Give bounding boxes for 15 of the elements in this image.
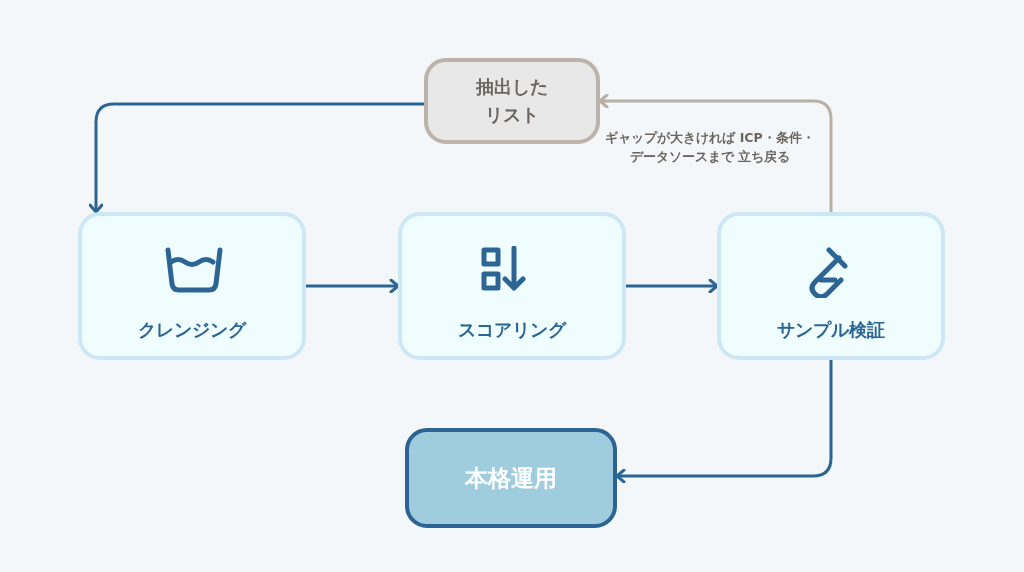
step-label: クレンジング — [138, 318, 246, 342]
arrow — [598, 93, 833, 212]
process-box — [717, 212, 945, 360]
step-label: 抽出したリスト — [475, 75, 549, 127]
process-box — [424, 58, 600, 144]
result-box — [405, 428, 617, 528]
arrow — [88, 102, 424, 214]
step-label: スコアリング — [458, 318, 566, 342]
step-label: 本格運用 — [465, 463, 557, 493]
arrow — [626, 278, 719, 294]
process-box — [78, 212, 306, 360]
step-label: サンプル検証 — [777, 318, 885, 342]
process-box — [398, 212, 626, 360]
arrow — [615, 360, 833, 484]
arrow — [306, 278, 400, 294]
